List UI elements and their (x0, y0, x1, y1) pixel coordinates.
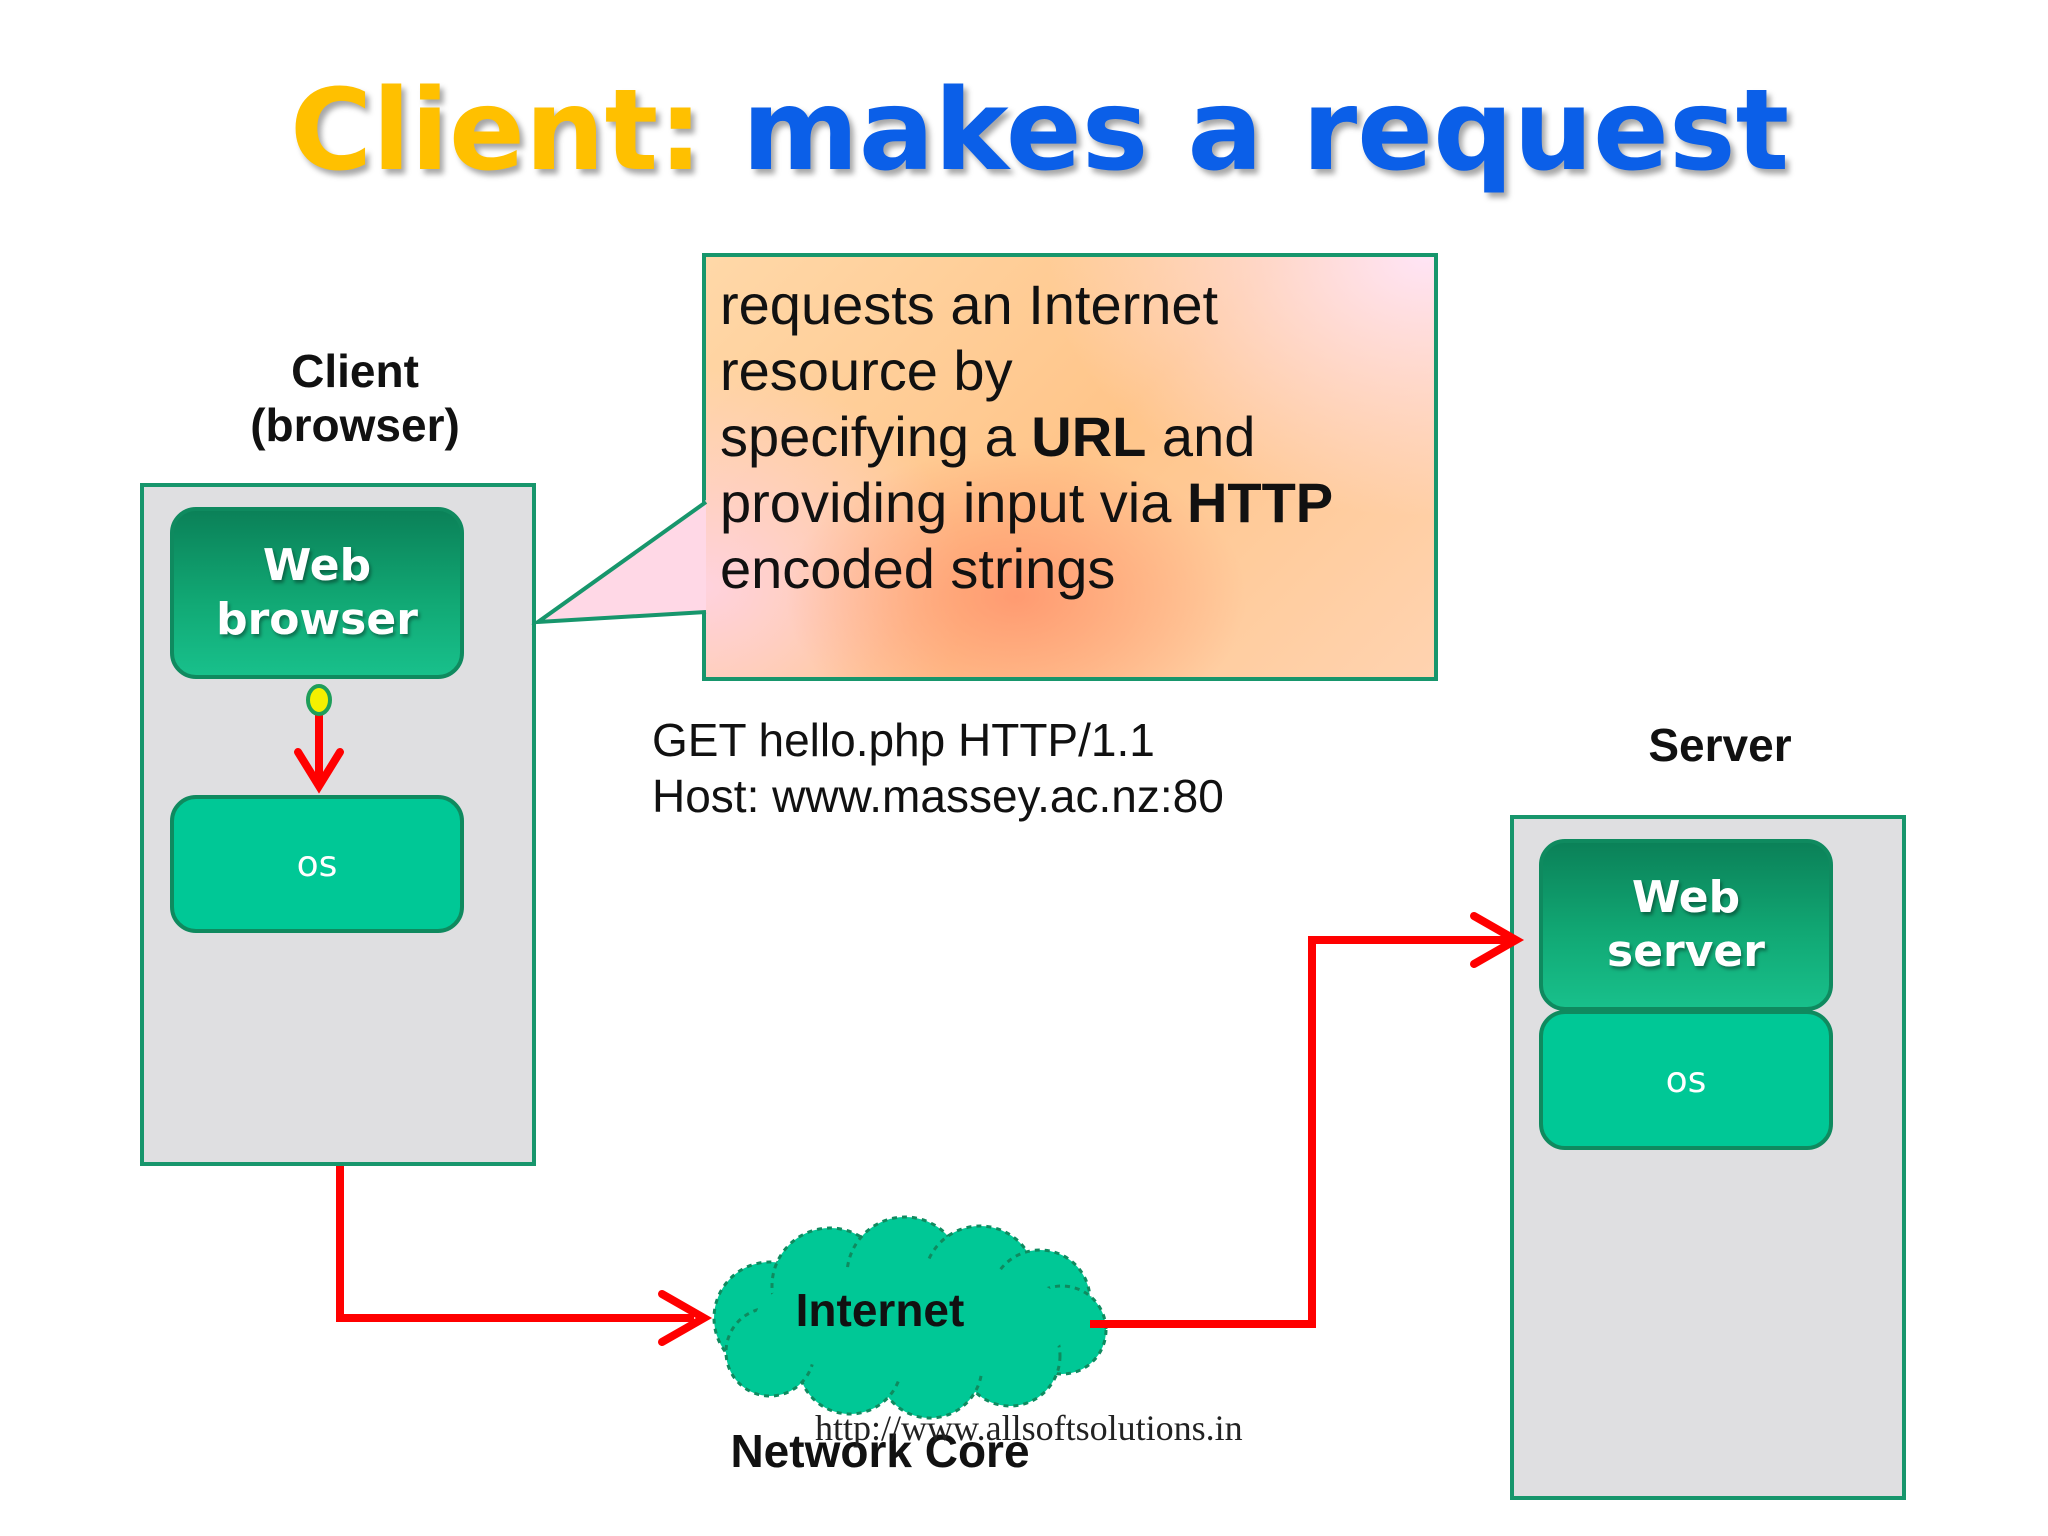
slide-title: Client: makes a request (290, 56, 1789, 206)
callout-url-bold: URL (1031, 405, 1147, 468)
internet-to-server-arrow-line (1090, 936, 1508, 1328)
web-browser-box: Web browser (170, 507, 464, 679)
client-heading-line2: (browser) (250, 399, 460, 451)
callout-line4: providing input via HTTP (720, 470, 1420, 536)
client-to-internet-arrow-head (658, 1290, 713, 1346)
server-os-box: os (1539, 1010, 1833, 1150)
client-heading-line1: Client (291, 345, 419, 397)
web-server-label-line1: Web (1631, 872, 1741, 923)
watermark-url: http://www.allsoftsolutions.in (815, 1408, 1243, 1448)
internet-label: Internet (795, 1284, 965, 1336)
callout-text: requests an Internet resource by specify… (720, 272, 1420, 602)
web-browser-label-line1: Web (262, 540, 372, 591)
callout-pointer-outline (531, 500, 708, 625)
server-os-label: os (1665, 1059, 1707, 1101)
client-os-box: os (170, 795, 464, 933)
http-request-line1: GET hello.php HTTP/1.1 (652, 714, 1155, 766)
network-core-label: Network Core (730, 1425, 1030, 1477)
browser-to-os-arrow-head (294, 748, 344, 794)
http-request-line2: Host: www.massey.ac.nz:80 (652, 770, 1224, 822)
callout-box (702, 253, 1438, 681)
internet-cloud-icon (712, 1215, 1108, 1420)
http-request-text: GET hello.php HTTP/1.1 Host: www.massey.… (652, 712, 1352, 824)
server-heading: Server (1648, 719, 1792, 771)
client-os-label: os (296, 843, 338, 885)
callout-line3: specifying a URL and (720, 404, 1420, 470)
web-server-box: Web server (1539, 839, 1833, 1011)
title-part-client: Client: (290, 66, 703, 196)
title-part-makes-request: makes a request (742, 66, 1790, 196)
callout-line4-pre: providing input via (720, 471, 1187, 534)
connector-dot-icon (306, 684, 332, 716)
web-browser-label-line2: browser (216, 594, 418, 645)
callout-line3-pre: specifying a (720, 405, 1032, 468)
client-heading: Client (browser) (200, 344, 510, 452)
callout-line1: requests an Internet (720, 273, 1219, 336)
callout-line3-post: and (1146, 405, 1256, 468)
callout-line5: encoded strings (720, 537, 1116, 600)
callout-http-bold: HTTP (1186, 471, 1334, 534)
client-to-internet-arrow-line (336, 1166, 694, 1322)
internet-to-server-arrow-head (1470, 912, 1525, 968)
web-server-label-line2: server (1607, 926, 1765, 977)
callout-line2: resource by (720, 339, 1013, 402)
